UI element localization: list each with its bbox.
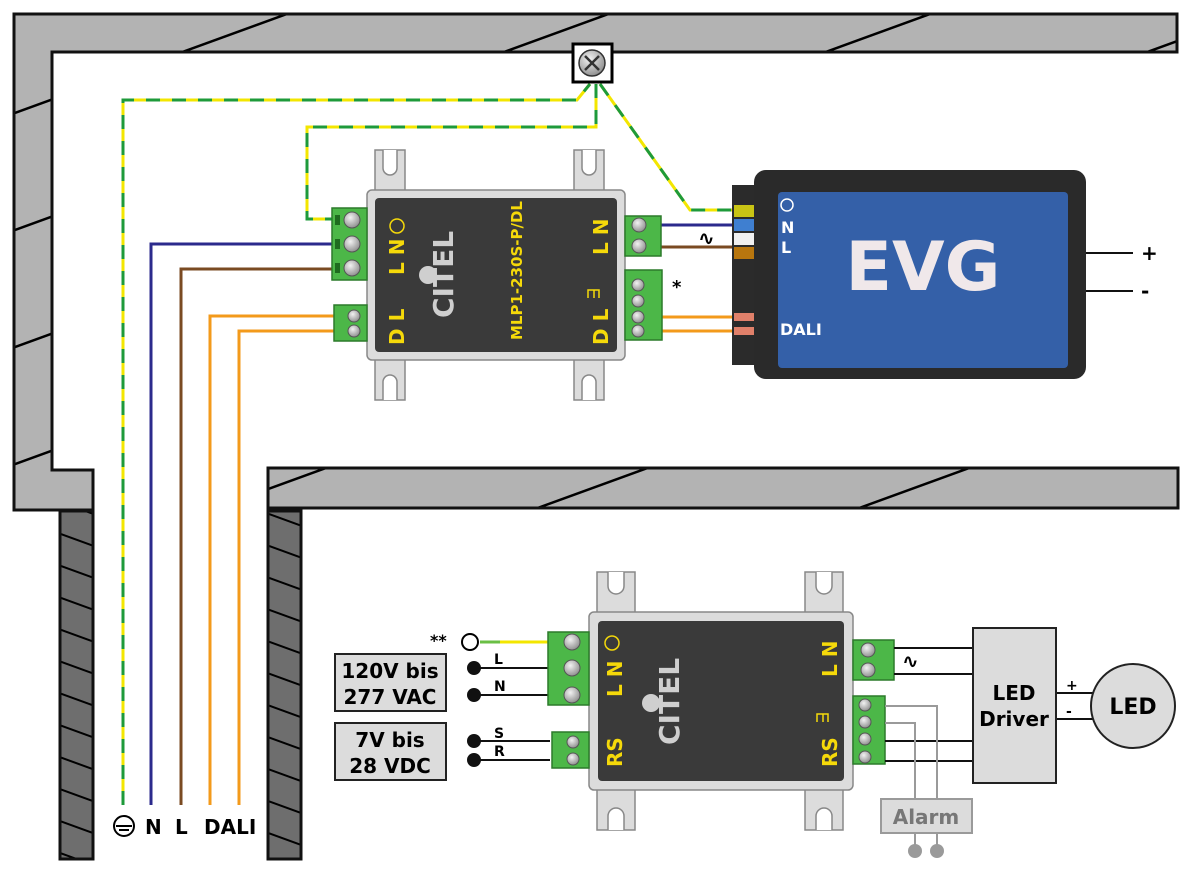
evg-terminal-dali-label: DALI — [780, 320, 822, 339]
left-power-label: L N — [385, 239, 409, 275]
bottom-citel-device: L N RS CITEL L N RS — [547, 571, 895, 831]
cable-label-l: L — [175, 815, 188, 839]
right-dali-label: D L — [589, 308, 613, 345]
svg-text:LED: LED — [992, 681, 1035, 705]
right-power-label: L N — [589, 219, 613, 255]
svg-text:277 VAC: 277 VAC — [344, 685, 437, 709]
relay-contact-icon — [587, 289, 600, 298]
pe-wire-main — [121, 83, 592, 805]
svg-text:7V bis: 7V bis — [355, 728, 424, 752]
lower-ceiling-wall — [266, 466, 1180, 510]
right-shaft-wall — [266, 509, 303, 861]
driver-wiring — [885, 647, 1094, 762]
citel-logo-icon — [419, 266, 437, 284]
evg-ground-icon — [780, 198, 794, 212]
junction-box — [571, 42, 614, 84]
wire-label-s: S — [494, 726, 504, 742]
ground-marker: ** — [430, 631, 447, 650]
model-label: MLP1-230S-P/DL — [508, 201, 526, 340]
upper-wall — [12, 12, 1179, 512]
svg-text:LED: LED — [1109, 695, 1156, 720]
alarm-box: Alarm — [880, 798, 973, 834]
evg-terminal-l — [734, 247, 756, 259]
relay-contact-icon — [816, 713, 829, 722]
ground-icon — [604, 635, 620, 651]
wire-label-n: N — [494, 679, 506, 695]
wire-label-l: L — [494, 652, 503, 668]
evg-terminal-n — [734, 219, 756, 231]
ground-icon — [389, 218, 405, 234]
footnote-marker: * — [672, 277, 682, 298]
cable-label-n: N — [145, 815, 162, 839]
left-rs-label: RS — [603, 737, 627, 767]
evg-title: EVG — [846, 228, 1001, 307]
pe-wire-device — [305, 84, 598, 221]
left-dali-label: D L — [385, 308, 409, 345]
evg-terminal-pe — [734, 205, 756, 217]
evg-terminal-dali-2 — [734, 327, 756, 335]
led-driver-box: LED Driver — [972, 627, 1057, 784]
evg-output-plus: + — [1141, 241, 1158, 265]
right-rs-label: RS — [818, 737, 842, 767]
supply-box-ac: 120V bis 277 VAC — [334, 653, 447, 712]
left-shaft-wall — [58, 509, 95, 861]
top-citel-device: L N D L CITEL MLP1-230S-P/DL L N D L * ∿ — [331, 149, 715, 401]
supply-box-dc: 7V bis 28 VDC — [334, 722, 447, 781]
led-lamp: LED — [1090, 663, 1176, 749]
evg-terminal-dali-1 — [734, 313, 756, 321]
driver-minus-label: - — [1066, 704, 1072, 720]
left-power-label: L N — [603, 661, 627, 697]
svg-text:Alarm: Alarm — [893, 805, 960, 829]
evg-terminal-n-label: N — [781, 218, 794, 237]
ac-symbol: ∿ — [902, 649, 919, 673]
svg-text:120V bis: 120V bis — [341, 659, 438, 683]
wire-label-r: R — [494, 744, 505, 760]
evg-terminal-l-label: L — [781, 238, 791, 257]
evg-output-minus: - — [1141, 279, 1149, 303]
svg-text:Driver: Driver — [979, 707, 1049, 731]
right-power-label: L N — [818, 641, 842, 677]
evg-ballast: N L DALI EVG + - — [732, 170, 1158, 379]
cable-labels: N L DALI — [113, 815, 256, 839]
neutral-wire — [149, 242, 334, 805]
dali-wire-2 — [237, 329, 334, 805]
evg-terminal-white — [734, 233, 756, 245]
cable-label-dali: DALI — [204, 815, 256, 839]
dali-wire-1 — [208, 314, 334, 805]
brand-logo: CITEL — [653, 658, 686, 745]
pe-wire-evg — [598, 83, 738, 212]
ac-symbol: ∿ — [698, 226, 715, 250]
citel-logo-icon — [642, 694, 660, 712]
ground-icon — [113, 815, 135, 837]
live-wire — [179, 267, 334, 805]
supply-wires — [475, 667, 550, 761]
driver-plus-label: + — [1066, 678, 1078, 694]
svg-text:28 VDC: 28 VDC — [349, 754, 431, 778]
ground-icon — [461, 633, 479, 651]
